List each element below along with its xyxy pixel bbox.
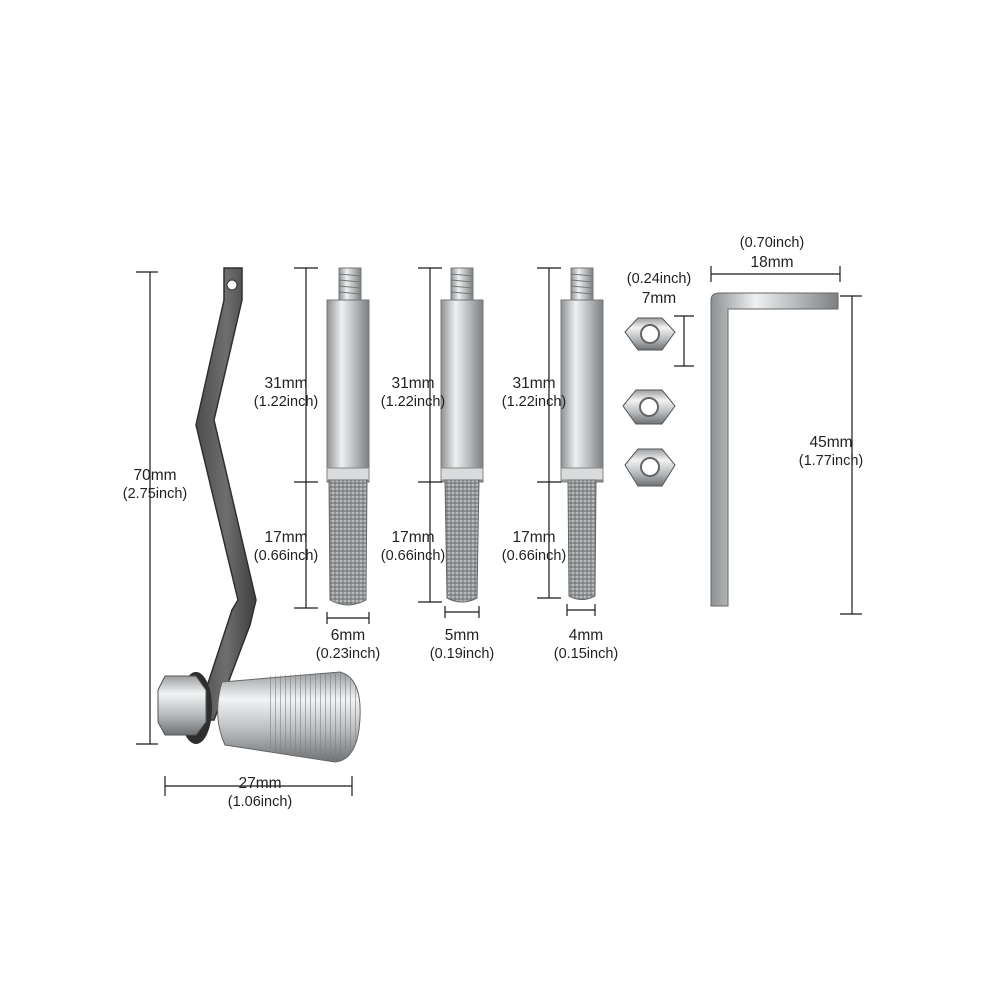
bracket-height-mm: 70mm (133, 467, 177, 484)
bit2-diameter-mm: 5mm (444, 627, 480, 644)
bit2-head-mm: 17mm (391, 529, 435, 546)
nut-size-mm: 7mm (641, 290, 677, 307)
bit1-diameter-inch: (0.23inch) (315, 646, 381, 662)
bit3-shank-inch: (1.22inch) (501, 394, 567, 410)
bit3-diameter-inch: (0.15inch) (553, 646, 619, 662)
bracket (194, 267, 257, 721)
hex-nuts (622, 317, 676, 487)
bit1-head-label: 17mm (0.66inch) (236, 528, 336, 566)
knob-width-label: 27mm (1.06inch) (210, 774, 310, 812)
bit2-diameter-inch: (0.19inch) (429, 646, 495, 662)
hex-nut-icon (622, 389, 676, 425)
bit3-diameter-mm: 4mm (568, 627, 604, 644)
bit3-shank-label: 31mm (1.22inch) (484, 374, 584, 412)
bit2-shank-inch: (1.22inch) (380, 394, 446, 410)
wrench-height-label: 45mm (1.77inch) (778, 433, 884, 471)
bit3-head-mm: 17mm (512, 529, 556, 546)
knob-width-mm: 27mm (238, 775, 282, 792)
wrench-width-mm: 18mm (750, 254, 794, 271)
bit1-diameter-mm: 6mm (330, 627, 366, 644)
hex-nut-icon (624, 317, 676, 351)
bit3-shank-mm: 31mm (512, 375, 556, 392)
knob-assembly (157, 671, 361, 763)
dimension-lines (136, 266, 862, 796)
hex-key-wrench (710, 292, 839, 607)
nut-size-label: (0.24inch) 7mm (606, 270, 712, 308)
bit1-shank-mm: 31mm (264, 375, 308, 392)
diamond-bit-4mm (560, 267, 604, 600)
diamond-bit-6mm (326, 267, 370, 606)
nut-size-inch: (0.24inch) (626, 271, 692, 287)
bit1-head-inch: (0.66inch) (253, 548, 319, 564)
bracket-height-label: 70mm (2.75inch) (110, 466, 200, 504)
bit1-diameter-label: 6mm (0.23inch) (298, 626, 398, 664)
bit2-head-label: 17mm (0.66inch) (363, 528, 463, 566)
bit3-diameter-label: 4mm (0.15inch) (536, 626, 636, 664)
bit2-shank-mm: 31mm (391, 375, 435, 392)
bit2-shank-label: 31mm (1.22inch) (363, 374, 463, 412)
wrench-height-mm: 45mm (809, 434, 853, 451)
knob-width-inch: (1.06inch) (227, 794, 293, 810)
bit2-diameter-label: 5mm (0.19inch) (412, 626, 512, 664)
bracket-hole-icon (226, 279, 238, 291)
wrench-height-inch: (1.77inch) (798, 453, 864, 469)
bracket-height-inch: (2.75inch) (122, 486, 188, 502)
wrench-width-inch: (0.70inch) (739, 235, 805, 251)
bit1-shank-inch: (1.22inch) (253, 394, 319, 410)
hex-nut-icon (624, 448, 676, 487)
wrench-width-label: (0.70inch) 18mm (714, 234, 830, 272)
bit1-head-mm: 17mm (264, 529, 308, 546)
bit3-head-label: 17mm (0.66inch) (484, 528, 584, 566)
bit2-head-inch: (0.66inch) (380, 548, 446, 564)
bit1-shank-label: 31mm (1.22inch) (236, 374, 336, 412)
bit3-head-inch: (0.66inch) (501, 548, 567, 564)
diamond-bit-5mm (440, 267, 484, 603)
